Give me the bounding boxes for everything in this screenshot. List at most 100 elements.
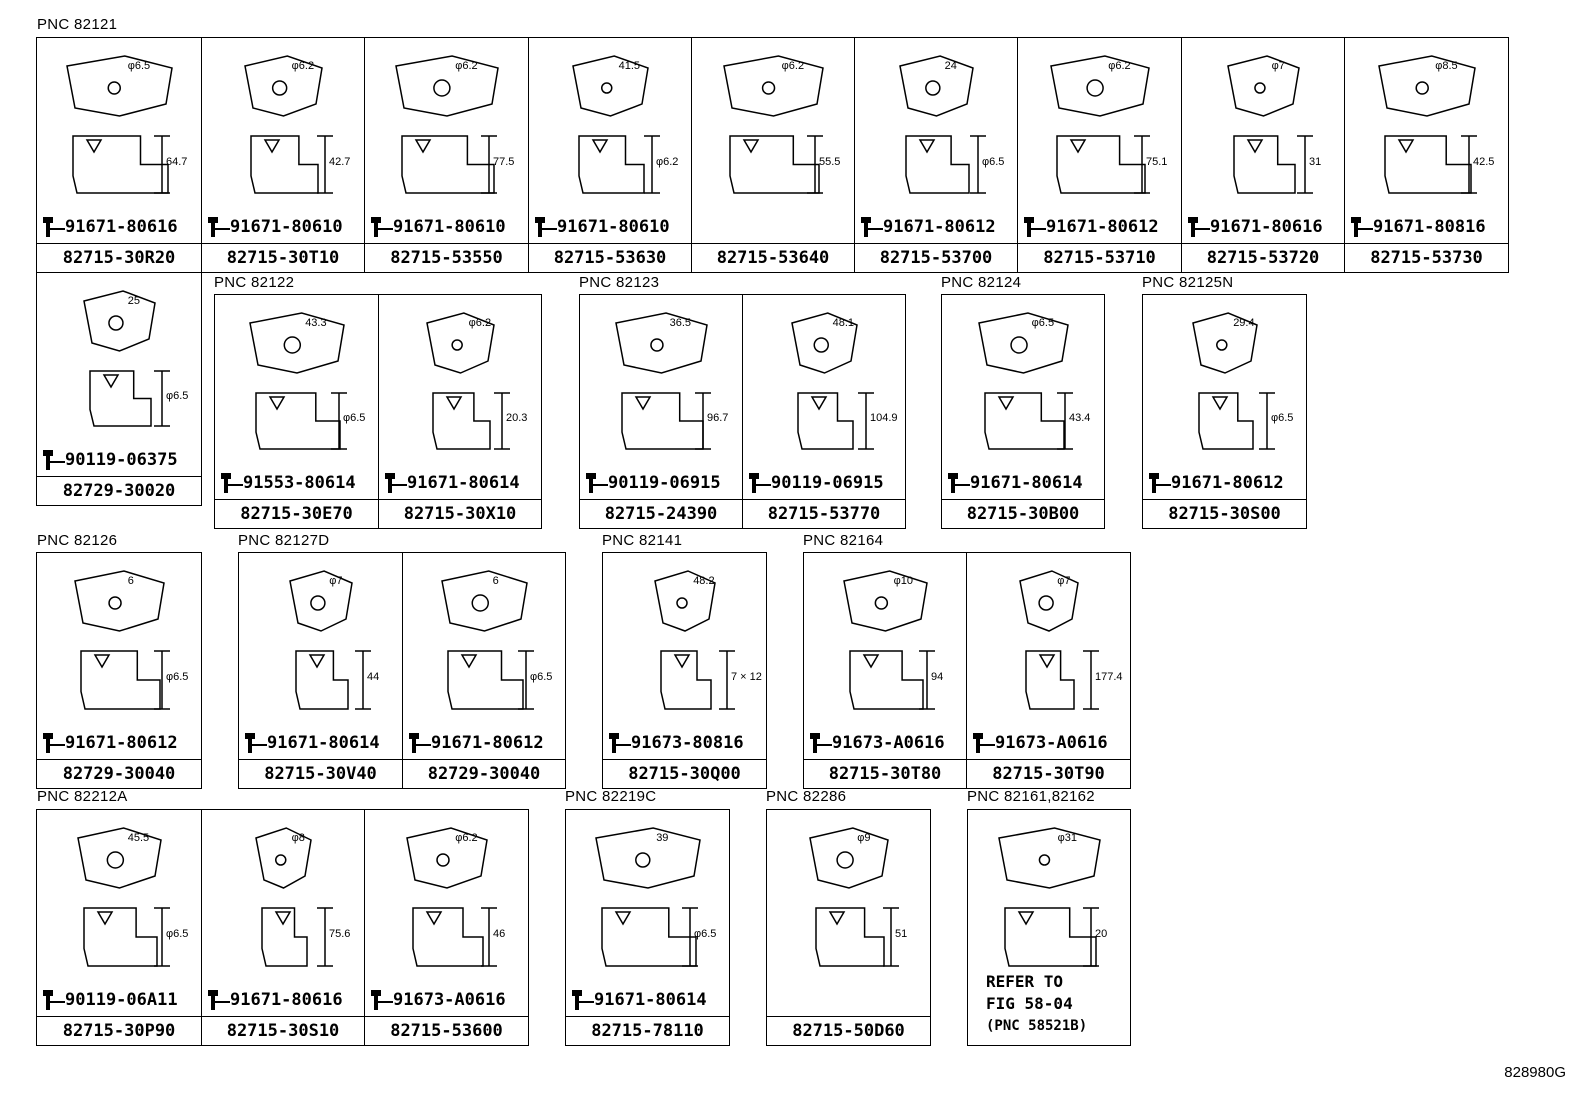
part-number[interactable]: 82715-30S00 (1143, 499, 1306, 528)
part-number[interactable]: 82715-53640 (692, 243, 854, 272)
refer-line[interactable]: FIG 58-04 (986, 994, 1073, 1013)
bolt-number-text: 91671-80612 (1046, 217, 1159, 237)
part-number[interactable]: 82715-50D60 (767, 1016, 930, 1045)
bolt-part-number[interactable]: 91671-80610 (533, 216, 670, 238)
bolt-part-number[interactable]: 91671-80616 (206, 989, 343, 1011)
bolt-icon (810, 733, 832, 753)
bolt-part-number[interactable]: 91671-80610 (369, 216, 506, 238)
pnc-label: PNC 82219C (565, 788, 657, 805)
part-number[interactable]: 82715-30S10 (202, 1016, 364, 1045)
bolt-part-number[interactable]: 91671-80610 (206, 216, 343, 238)
part-number[interactable]: 82715-53700 (855, 243, 1017, 272)
bolt-icon (409, 733, 431, 753)
part-number[interactable]: 82715-53730 (1345, 243, 1508, 272)
bolt-part-number[interactable]: 91671-80816 (1349, 216, 1486, 238)
part-number[interactable]: 82715-24390 (580, 499, 742, 528)
bolt-part-number[interactable]: 91673-A0616 (808, 732, 945, 754)
dimension-label: 51 (895, 928, 908, 940)
bracket-drawing (77, 827, 170, 967)
part-number[interactable]: 82715-30V40 (239, 759, 402, 788)
bolt-part-number[interactable]: 91671-80616 (1186, 216, 1323, 238)
part-number[interactable]: 82715-78110 (566, 1016, 729, 1045)
bolt-part-number[interactable]: 90119-06375 (41, 449, 178, 471)
bolt-part-number[interactable]: 91553-80614 (219, 472, 356, 494)
part-number[interactable]: 82715-30R20 (37, 243, 201, 272)
part-number[interactable]: 82715-30X10 (379, 499, 541, 528)
part-number[interactable]: 82715-30Q00 (603, 759, 766, 788)
bolt-part-number[interactable]: 91671-80612 (41, 732, 178, 754)
bolt-number-text: 90119-06A11 (65, 990, 178, 1010)
part-number[interactable]: 82715-30E70 (215, 499, 378, 528)
part-number[interactable]: 82729-30020 (37, 476, 201, 505)
part-number[interactable]: 82715-53600 (365, 1016, 528, 1045)
part-number[interactable]: 82715-53710 (1018, 243, 1181, 272)
part-number[interactable]: 82715-30T10 (202, 243, 364, 272)
bolt-part-number[interactable]: 91671-80614 (383, 472, 520, 494)
dimension-label: φ6.5 (343, 412, 366, 424)
bracket-drawing (255, 827, 333, 967)
bolt-part-number[interactable]: 91671-80612 (1147, 472, 1284, 494)
bolt-part-number[interactable]: 91673-80816 (607, 732, 744, 754)
part-number[interactable]: 82729-30040 (37, 759, 201, 788)
part-number[interactable]: 82715-53720 (1182, 243, 1344, 272)
bolt-part-number[interactable]: 91671-80614 (243, 732, 380, 754)
bolt-part-number[interactable]: 91673-A0616 (369, 989, 506, 1011)
part-number[interactable]: 82715-30T80 (804, 759, 966, 788)
dimension-label: 48.1 (832, 317, 855, 329)
bolt-icon (1351, 217, 1373, 237)
bolt-part-number[interactable]: 91671-80612 (1022, 216, 1159, 238)
bolt-part-number[interactable]: 91671-80614 (570, 989, 707, 1011)
pnc-label: PNC 82161,82162 (967, 788, 1095, 805)
bolt-part-number[interactable]: 91671-80612 (407, 732, 544, 754)
bolt-icon (535, 217, 557, 237)
part-number[interactable]: 82715-53630 (529, 243, 691, 272)
part-number[interactable]: 82715-53770 (743, 499, 905, 528)
part-number[interactable]: 82715-30T90 (967, 759, 1130, 788)
bolt-part-number[interactable]: 91671-80612 (859, 216, 996, 238)
part-number[interactable]: 82729-30040 (403, 759, 565, 788)
bolt-part-number[interactable]: 90119-06A11 (41, 989, 178, 1011)
pnc-label: PNC 82123 (579, 274, 660, 291)
bolt-part-number[interactable]: 91671-80616 (41, 216, 178, 238)
bolt-number-text: 91671-80610 (393, 217, 506, 237)
bolt-part-number[interactable]: 90119-06915 (584, 472, 721, 494)
part-number[interactable]: 82715-53550 (365, 243, 528, 272)
pnc-label: PNC 82286 (766, 788, 847, 805)
bolt-part-number[interactable]: 91673-A0616 (971, 732, 1108, 754)
part-number[interactable]: 82715-30B00 (942, 499, 1104, 528)
bolt-part-number[interactable]: 90119-06915 (747, 472, 884, 494)
bracket-drawing (244, 55, 333, 194)
bolt-part-number[interactable]: 91671-80614 (946, 472, 1083, 494)
dimension-label: φ31 (1057, 832, 1078, 844)
dimension-label: 6 (127, 575, 134, 587)
part-number[interactable]: 82715-30P90 (37, 1016, 201, 1045)
